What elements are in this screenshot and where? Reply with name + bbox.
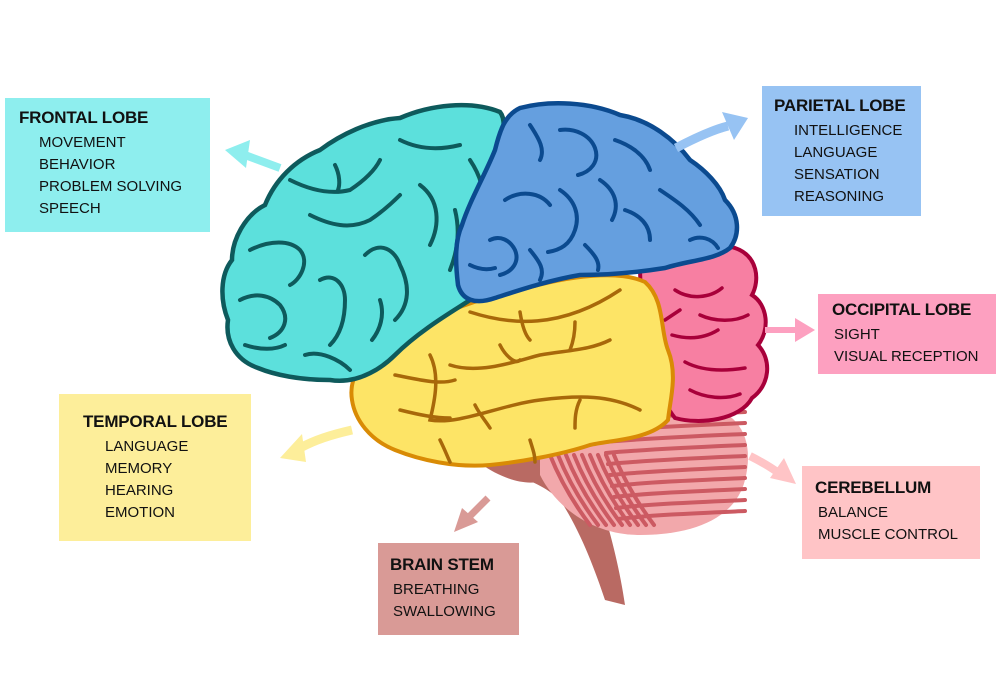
parietal-lobe-label: PARIETAL LOBE INTELLIGENCE LANGUAGE SENS… bbox=[762, 86, 921, 216]
cerebellum-title: CEREBELLUM bbox=[815, 478, 932, 497]
occipital-lobe-label: OCCIPITAL LOBE SIGHT VISUAL RECEPTION bbox=[818, 294, 996, 374]
cerebellum-fold bbox=[616, 509, 747, 521]
cerebellum-fold bbox=[548, 453, 592, 527]
frontal-function: MOVEMENT bbox=[39, 134, 126, 151]
occipital-gyri bbox=[663, 286, 750, 400]
brain-stem-function: SWALLOWING bbox=[393, 603, 496, 620]
arrow-parietal bbox=[673, 112, 748, 152]
temporal-function: HEARING bbox=[105, 482, 174, 499]
frontal-function: SPEECH bbox=[39, 200, 101, 217]
temporal-function: MEMORY bbox=[105, 460, 173, 477]
cerebellum-fold bbox=[572, 453, 616, 527]
frontal-function: PROBLEM SOLVING bbox=[39, 178, 183, 195]
parietal-function: LANGUAGE bbox=[794, 144, 878, 161]
parietal-lobe-shape bbox=[453, 101, 740, 304]
cerebellum-fold bbox=[604, 453, 648, 527]
cerebellum-fold bbox=[610, 476, 747, 488]
arrow-cerebellum bbox=[748, 452, 796, 484]
parietal-gyri bbox=[468, 123, 720, 282]
cerebellum-function: MUSCLE CONTROL bbox=[818, 526, 959, 543]
cerebellum-fold bbox=[596, 453, 640, 527]
frontal-function: BEHAVIOR bbox=[39, 156, 116, 173]
arrow-temporal bbox=[280, 425, 353, 462]
cerebellum-fold bbox=[588, 453, 632, 527]
occipital-lobe-title: OCCIPITAL LOBE bbox=[832, 300, 972, 319]
cerebellum-fold bbox=[564, 453, 608, 527]
arrow-brainstem bbox=[454, 495, 491, 532]
temporal-function: EMOTION bbox=[105, 504, 175, 521]
temporal-gyri bbox=[393, 288, 642, 464]
cerebellum-function: BALANCE bbox=[818, 504, 889, 521]
frontal-lobe-title: FRONTAL LOBE bbox=[19, 108, 149, 127]
cerebellum-fold bbox=[556, 453, 600, 527]
brain-stem-title: BRAIN STEM bbox=[390, 555, 494, 574]
cerebellum-fold bbox=[580, 453, 624, 527]
temporal-lobe-title: TEMPORAL LOBE bbox=[83, 412, 228, 431]
cerebellum-fold bbox=[606, 454, 747, 466]
cerebellum-fold bbox=[612, 453, 656, 527]
temporal-lobe-label: TEMPORAL LOBE LANGUAGE MEMORY HEARING EM… bbox=[59, 394, 251, 541]
cerebellum-fold bbox=[614, 498, 747, 510]
parietal-function: REASONING bbox=[794, 188, 885, 205]
frontal-lobe-label: FRONTAL LOBE MOVEMENT BEHAVIOR PROBLEM S… bbox=[5, 98, 210, 232]
occipital-function: VISUAL RECEPTION bbox=[834, 348, 979, 365]
brain-stem-function: BREATHING bbox=[393, 581, 480, 598]
parietal-lobe-title: PARIETAL LOBE bbox=[774, 96, 906, 115]
arrow-occipital bbox=[765, 318, 815, 342]
occipital-function: SIGHT bbox=[834, 326, 880, 343]
temporal-function: LANGUAGE bbox=[105, 438, 189, 455]
arrow-frontal bbox=[225, 140, 282, 172]
cerebellum-fold bbox=[604, 443, 747, 455]
brain-stem-label: BRAIN STEM BREATHING SWALLOWING bbox=[378, 543, 519, 635]
parietal-function: INTELLIGENCE bbox=[794, 122, 903, 139]
parietal-function: SENSATION bbox=[794, 166, 880, 183]
cerebellum-label: CEREBELLUM BALANCE MUSCLE CONTROL bbox=[802, 466, 980, 559]
